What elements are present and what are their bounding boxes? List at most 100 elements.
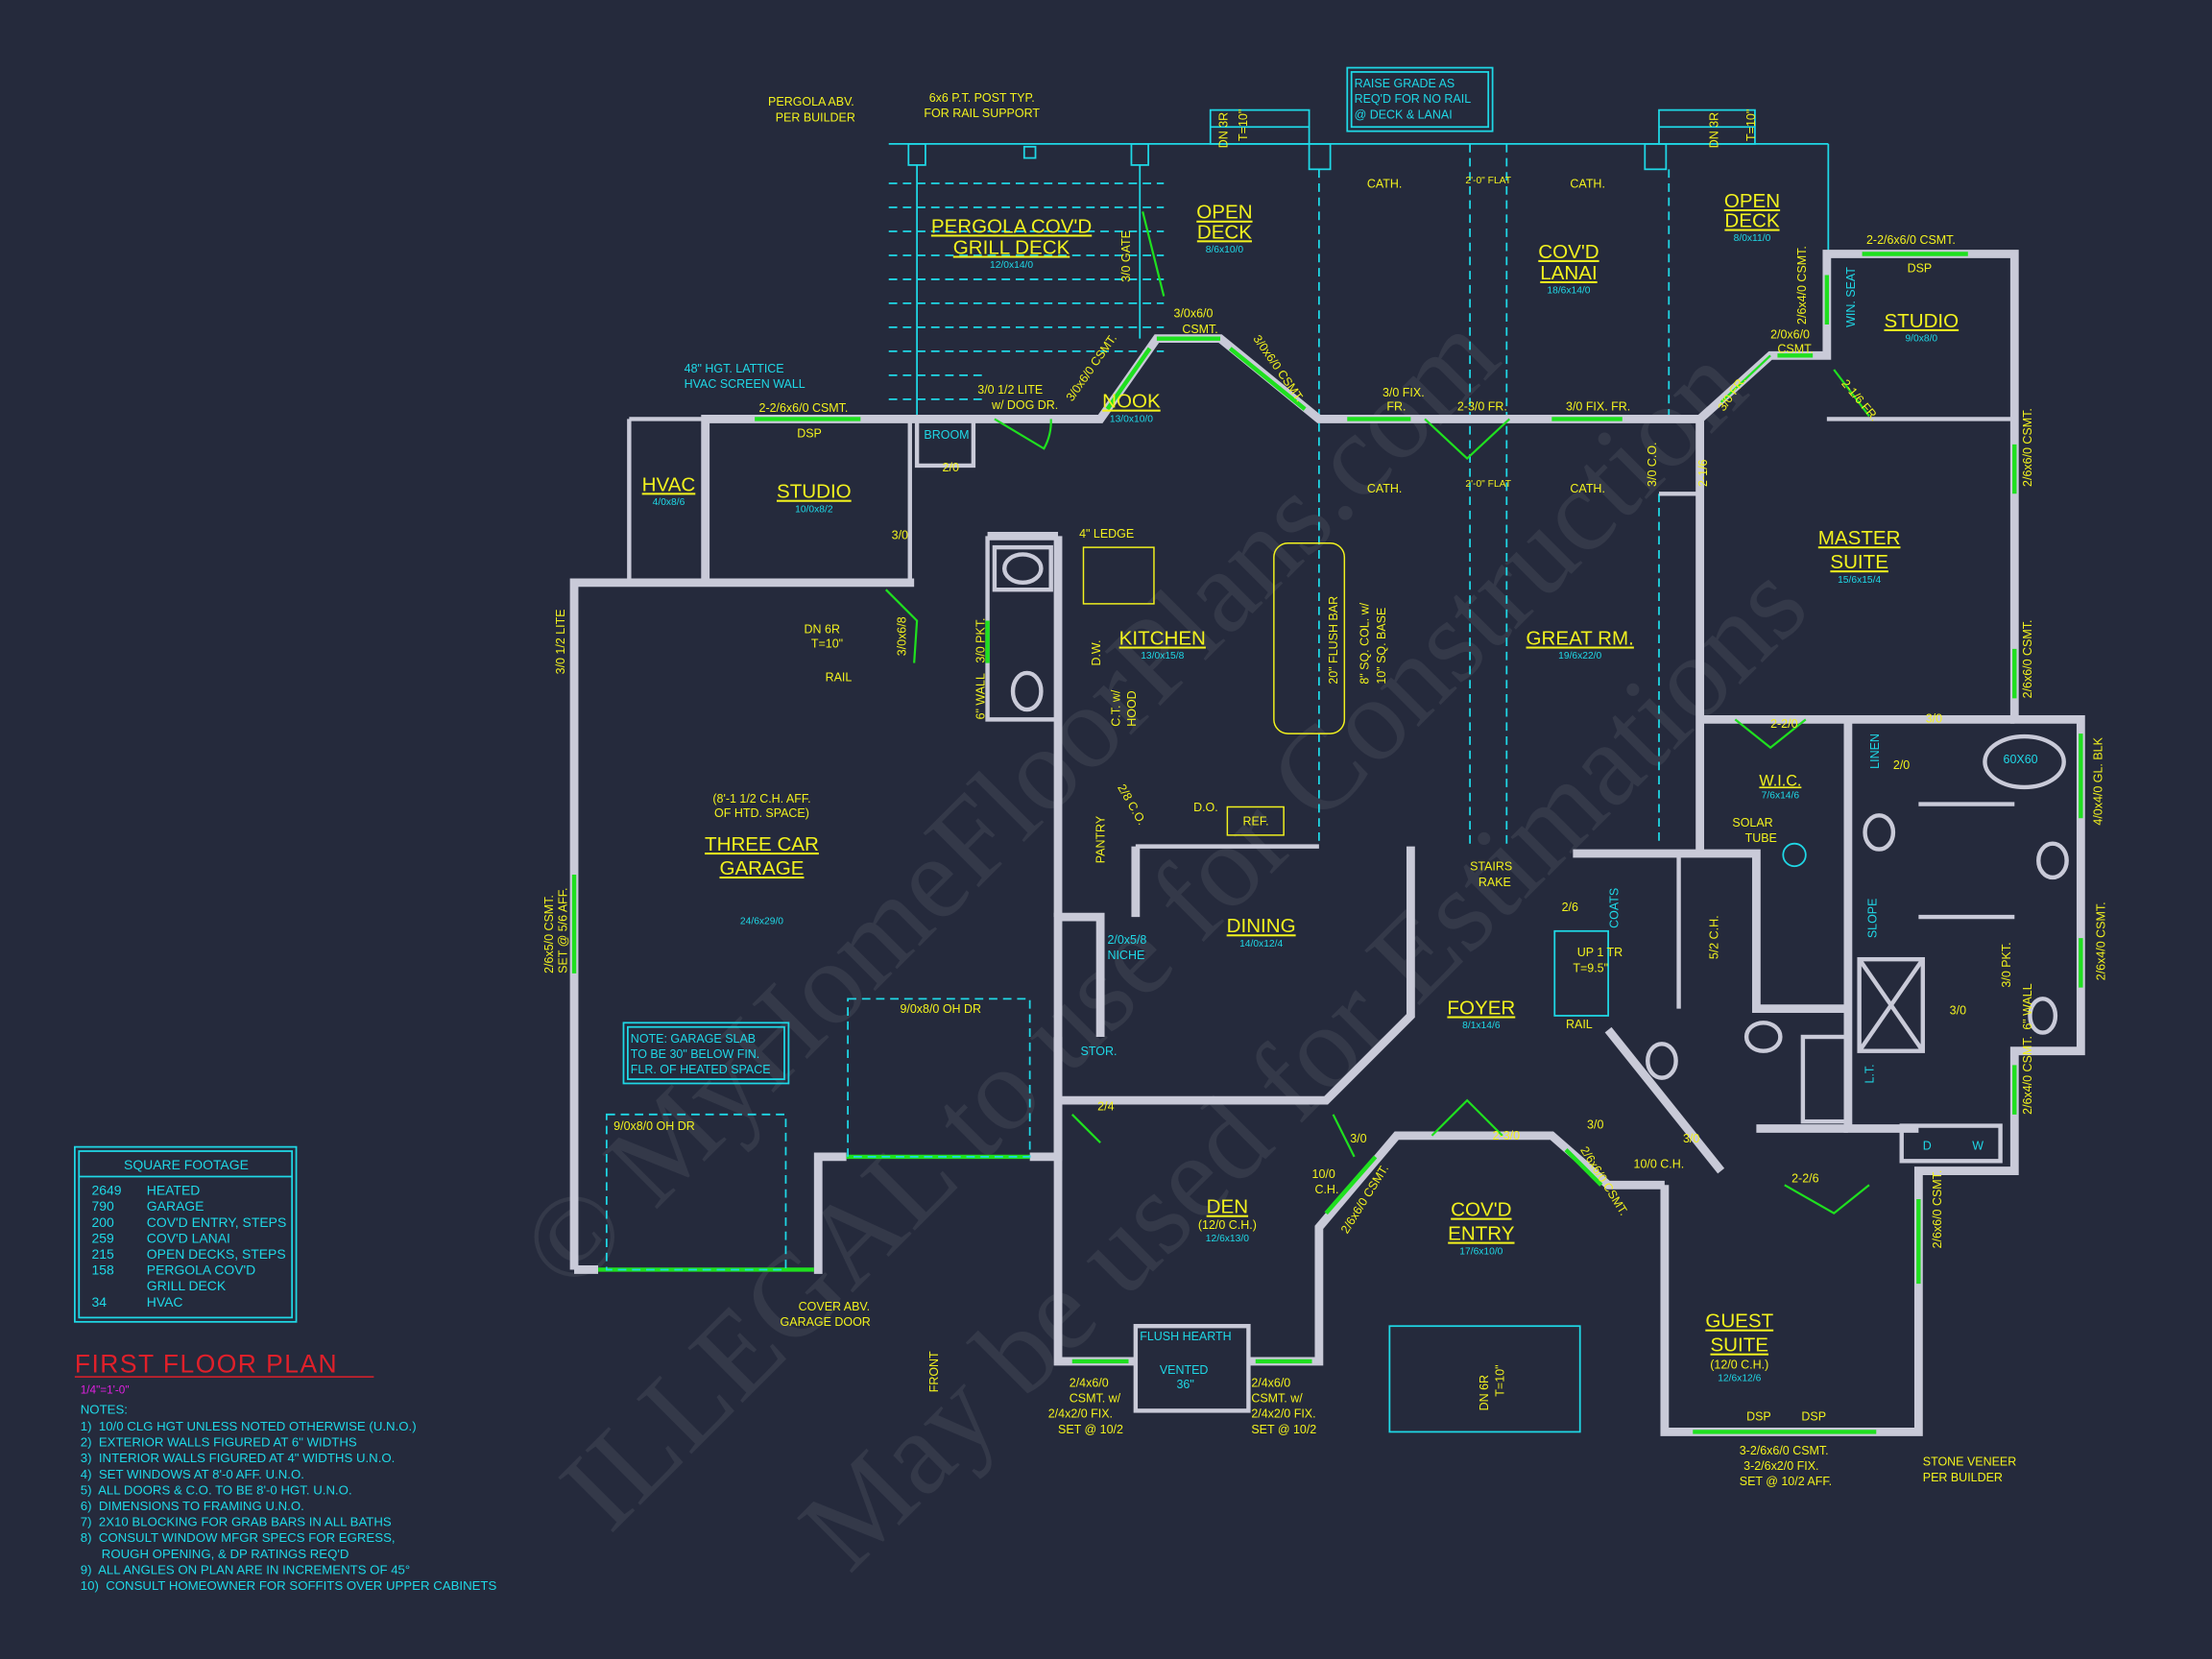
annotation: 60X60 [2004,753,2038,766]
room-dims: 8/6x10/0 [1206,245,1244,255]
annotation: 2-2/6x6/0 CSMT. [1866,233,1956,247]
annotation: RAKE [1479,876,1511,889]
room-dims: 12/0x14/0 [990,260,1033,271]
annotation: DSP [1746,1410,1771,1424]
annotation: 2'-0" FLAT [1465,176,1511,186]
fixtures [992,541,2069,1433]
room-dims: 8/1x14/6 [1462,1021,1501,1031]
room-name: GRILL DECK [953,236,1070,258]
annotation: DSP [1801,1410,1826,1424]
annotation: 3-2/6x6/0 CSMT. [1740,1444,1829,1457]
annotation: 3/0 [1350,1132,1366,1145]
annotation: RAIL [1566,1018,1593,1031]
annotation: 2'-0" FLAT [1465,479,1511,490]
room-name: DEN [1207,1196,1248,1218]
room-name: NOOK [1102,391,1161,413]
annotation: FLR. OF HEATED SPACE [631,1063,771,1076]
plan-title: FIRST FLOOR PLAN [75,1350,338,1379]
annotation: 2/6x4/0 CSMT. [2021,1036,2034,1115]
annotation: 2/4 [1097,1099,1114,1113]
annotation: DN 3R [1708,112,1721,148]
annotation: CSMT. w/ [1251,1392,1303,1406]
room-dims: 15/6x15/4 [1838,575,1881,586]
annotation: @ DECK & LANAI [1355,108,1453,121]
annotation: D.W. [1090,640,1103,666]
sqft-value: 2649 [92,1183,122,1198]
annotation: 2/6x5/0 CSMT. [542,895,556,974]
room-dims: 17/6x10/0 [1459,1246,1503,1257]
room-name: OPEN [1724,190,1780,212]
annotation: w/ DOG DR. [991,398,1058,412]
sqft-label: GARAGE [147,1198,204,1214]
note-item: 5) ALL DOORS & C.O. TO BE 8'-0 HGT. U.N.… [81,1482,352,1497]
annotation: HVAC SCREEN WALL [685,377,805,391]
annotation: 2/6x6/0 CSMT. [2021,408,2034,487]
annotation: 3/0 [1683,1132,1699,1145]
annotation: CSMT. [1777,342,1813,355]
annotation: RAISE GRADE AS [1355,77,1455,90]
room-dims: 9/0x8/0 [1905,334,1937,345]
annotation: 2-2/0 [1770,717,1797,731]
annotation: 3/0 PKT. [974,617,988,662]
garage-note: (8'-1 1/2 C.H. AFF. [712,792,810,805]
note-item: 2) EXTERIOR WALLS FIGURED AT 6" WIDTHS [81,1435,357,1450]
room-name: GARAGE [719,857,804,879]
annotation: 3/0 PKT. [2000,942,2013,987]
room-labels: PERGOLA COV'D GRILL DECK 12/0x14/0 OPEN … [642,190,1959,1384]
annotation: 2/4x6/0 [1070,1376,1109,1389]
annotation: 2/6x6/0 CSMT. [1931,1170,1944,1249]
sqft-value: 790 [92,1198,115,1214]
annotation: RAIL [826,671,853,685]
plan-scale: 1/4"=1'-0" [81,1384,130,1397]
annotation: STAIRS [1470,860,1512,874]
room-dims: 8/0x11/0 [1734,233,1771,244]
note-item: 10) CONSULT HOMEOWNER FOR SOFFITS OVER U… [81,1578,497,1593]
room-name: COV'D [1538,241,1599,263]
room-name: FOYER [1447,997,1515,1019]
annotation: 36" [1176,1378,1193,1391]
annotation: CATH. [1367,482,1402,495]
room-dims: 24/6x29/0 [740,916,783,926]
room-name: DINING [1227,915,1296,937]
annotation: 3/0 1/2 LITE [977,383,1043,397]
room-name: SUITE [1830,551,1888,573]
annotation: 2/6x6/0 CSMT. [2021,620,2034,699]
sqft-value: 215 [92,1246,115,1262]
annotation: W [1972,1140,1984,1153]
annotation: 2-3/0 FR. [1457,400,1507,414]
note-item: 9) ALL ANGLES ON PLAN ARE IN INCREMENTS … [81,1562,410,1576]
note-item: 3) INTERIOR WALLS FIGURED AT 4" WIDTHS U… [81,1451,396,1465]
annotation: 3/0 FIX. FR. [1566,400,1630,414]
annotation: 2-2/6x6/0 CSMT. [759,401,849,415]
annotation: SET @ 10/2 AFF. [1740,1475,1832,1488]
annotation: 3/0 [1926,711,1942,725]
sqft-value: 158 [92,1262,115,1278]
room-dims: 19/6x22/0 [1558,651,1601,661]
sqft-value: 34 [92,1294,108,1310]
annotation: PER BUILDER [776,110,855,124]
room-dims: 12/6x13/0 [1206,1234,1249,1244]
annotation: T=9.5" [1573,961,1608,974]
annotation: FR. [1386,400,1406,414]
note-item: 8) CONSULT WINDOW MFGR SPECS FOR EGRESS, [81,1530,396,1545]
annotation: GARAGE DOOR [781,1315,871,1329]
room-ceiling: (12/0 C.H.) [1198,1218,1257,1232]
room-name: STUDIO [777,481,852,503]
annotation: UP 1 TR [1577,946,1623,959]
annotation: CSMT. [1182,323,1217,336]
annotation: SOLAR [1732,816,1772,830]
annotation: STONE VENEER [1923,1455,2016,1469]
annotation: 3-2/6x2/0 FIX. [1743,1459,1818,1473]
annotation: 10" SQ. BASE [1375,608,1388,685]
annotation: 3/0 C.O. [1646,443,1659,487]
room-dims: 13/0x10/0 [1110,414,1153,424]
annotation: 3/0 [1950,1003,1966,1017]
annotation: 4" LEDGE [1079,527,1134,541]
note-item: 1) 10/0 CLG HGT UNLESS NOTED OTHERWISE (… [81,1419,417,1433]
annotation: STOR. [1081,1045,1118,1058]
sqft-label: COV'D LANAI [147,1230,230,1245]
annotation: CSMT. w/ [1070,1392,1121,1406]
room-name: GREAT RM. [1527,628,1634,650]
annotation: 10/0 C.H. [1634,1158,1685,1171]
